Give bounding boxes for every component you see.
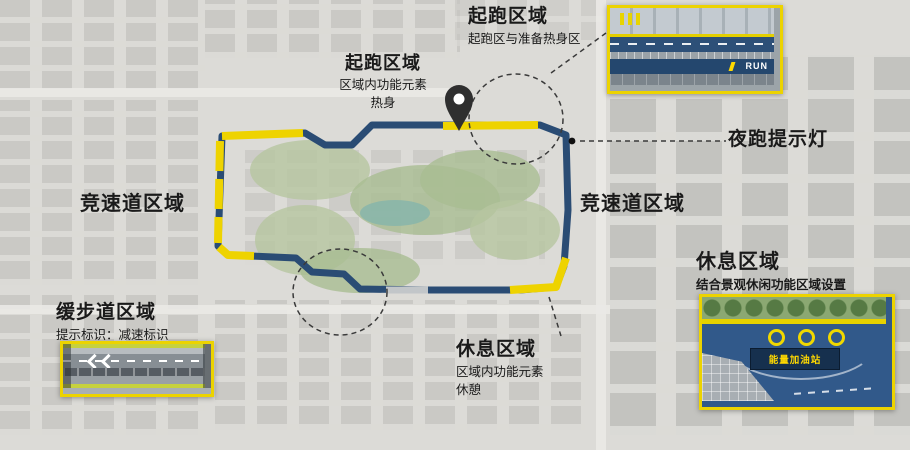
- annotation-title: 竞速道区域: [80, 193, 185, 215]
- plaza-lane-dashes: [794, 387, 876, 395]
- inset-rest-area-render: 能量加油站: [699, 294, 895, 410]
- path-shoulder: [63, 348, 205, 354]
- inset-slow-path-render: [60, 341, 214, 397]
- start-gate-bar: [636, 13, 640, 25]
- running-lane-upper: [610, 37, 774, 52]
- path-surface: [63, 353, 205, 370]
- track-segment-yellow-top-left: [221, 129, 304, 140]
- annotation-subtitle: 起跑区与准备热身区: [468, 31, 581, 46]
- annotation-slow-path: 缓步道区域 提示标识：减速标识: [56, 301, 169, 343]
- rest-plaza: 能量加油站: [702, 324, 886, 401]
- tree-shadow-left: [63, 344, 71, 388]
- path-dark-band: [63, 368, 205, 376]
- tree-shadow-right: [203, 344, 211, 388]
- annotation-desc-line1: 区域内功能元素: [456, 364, 544, 379]
- annotation-title: 竞速道区域: [580, 193, 685, 215]
- path-edge-bottom: [63, 384, 205, 388]
- building-cluster-bottom-middle: [215, 300, 585, 430]
- annotation-title: 起跑区域: [468, 6, 549, 27]
- bolt-marking: [728, 62, 736, 71]
- annotation-start-area-center: 起跑区域 区域内功能元素 热身: [308, 52, 458, 112]
- annotation-title: 休息区域: [696, 251, 780, 273]
- start-gate-bar: [628, 13, 632, 25]
- sign-board: 能量加油站: [750, 348, 840, 370]
- annotation-desc-line2: 热身: [370, 96, 396, 111]
- running-lane-lower: RUN: [610, 59, 774, 74]
- annotation-night-run-light: 夜跑提示灯: [728, 128, 828, 152]
- building-cluster-top-middle: [205, 0, 460, 58]
- annotation-title: 夜跑提示灯: [728, 129, 829, 150]
- annotation-speed-track-left: 竞速道区域: [80, 192, 185, 217]
- track-segment-yellow-bottom-right: [509, 256, 570, 294]
- building-cluster-top-left: [0, 0, 205, 95]
- annotation-rest-area-center: 休息区域 区域内功能元素 休憩: [456, 338, 544, 399]
- connector-start-inset: [550, 32, 607, 74]
- annotation-desc-line2: 休憩: [456, 383, 482, 398]
- annotation-rest-area-right: 休息区域 结合景观休闲功能区域设置: [696, 250, 846, 294]
- landscape-pond: [360, 200, 430, 226]
- road-horizontal-top: [0, 88, 460, 97]
- inset-start-area-render: RUN: [607, 5, 783, 94]
- night-light-dot: [568, 137, 576, 145]
- road-vertical-right: [596, 0, 606, 450]
- road-horizontal-bottom: [0, 305, 610, 314]
- deceleration-chevron: [100, 353, 117, 370]
- walkway-strip: [610, 52, 774, 59]
- location-pin-icon: [445, 85, 473, 131]
- annotation-speed-track-right: 竞速道区域: [580, 192, 685, 217]
- building-cluster-top-right: [455, 0, 605, 46]
- annotation-title: 缓步道区域: [56, 302, 157, 323]
- highlight-circle-start: [468, 73, 564, 165]
- location-pin-hole: [453, 93, 465, 105]
- connector-rest-label: [548, 296, 562, 337]
- path-lower-band: [63, 376, 205, 384]
- annotation-subtitle: 提示标识：减速标识: [56, 327, 169, 342]
- landscape-green: [470, 200, 560, 260]
- landscape-green: [250, 140, 370, 200]
- annotation-desc-line1: 区域内功能元素: [339, 77, 427, 92]
- annotation-subtitle: 结合景观休闲功能区域设置: [696, 278, 847, 292]
- track-edge-line: [610, 34, 774, 37]
- annotation-title: 休息区域: [456, 339, 537, 360]
- lane-dashes: [610, 43, 774, 45]
- track-loop-blue: [214, 121, 572, 294]
- track-segment-yellow-bottom-left: [216, 244, 255, 260]
- plaza-curve-marking: [724, 304, 878, 380]
- start-gate-bar: [620, 13, 624, 25]
- center-line-dashes: [63, 360, 205, 362]
- run-marking: RUN: [745, 61, 768, 71]
- highlight-circle-rest: [292, 248, 388, 336]
- building-cluster-left: [0, 100, 200, 285]
- annotation-title: 起跑区域: [345, 53, 421, 73]
- annotation-start-area-top: 起跑区域 起跑区与准备热身区: [468, 5, 581, 47]
- inset-buildings: [610, 8, 774, 35]
- track-segment-yellow-left: [214, 140, 224, 244]
- pavement-strip: [610, 74, 774, 85]
- path-edge-top: [63, 344, 205, 348]
